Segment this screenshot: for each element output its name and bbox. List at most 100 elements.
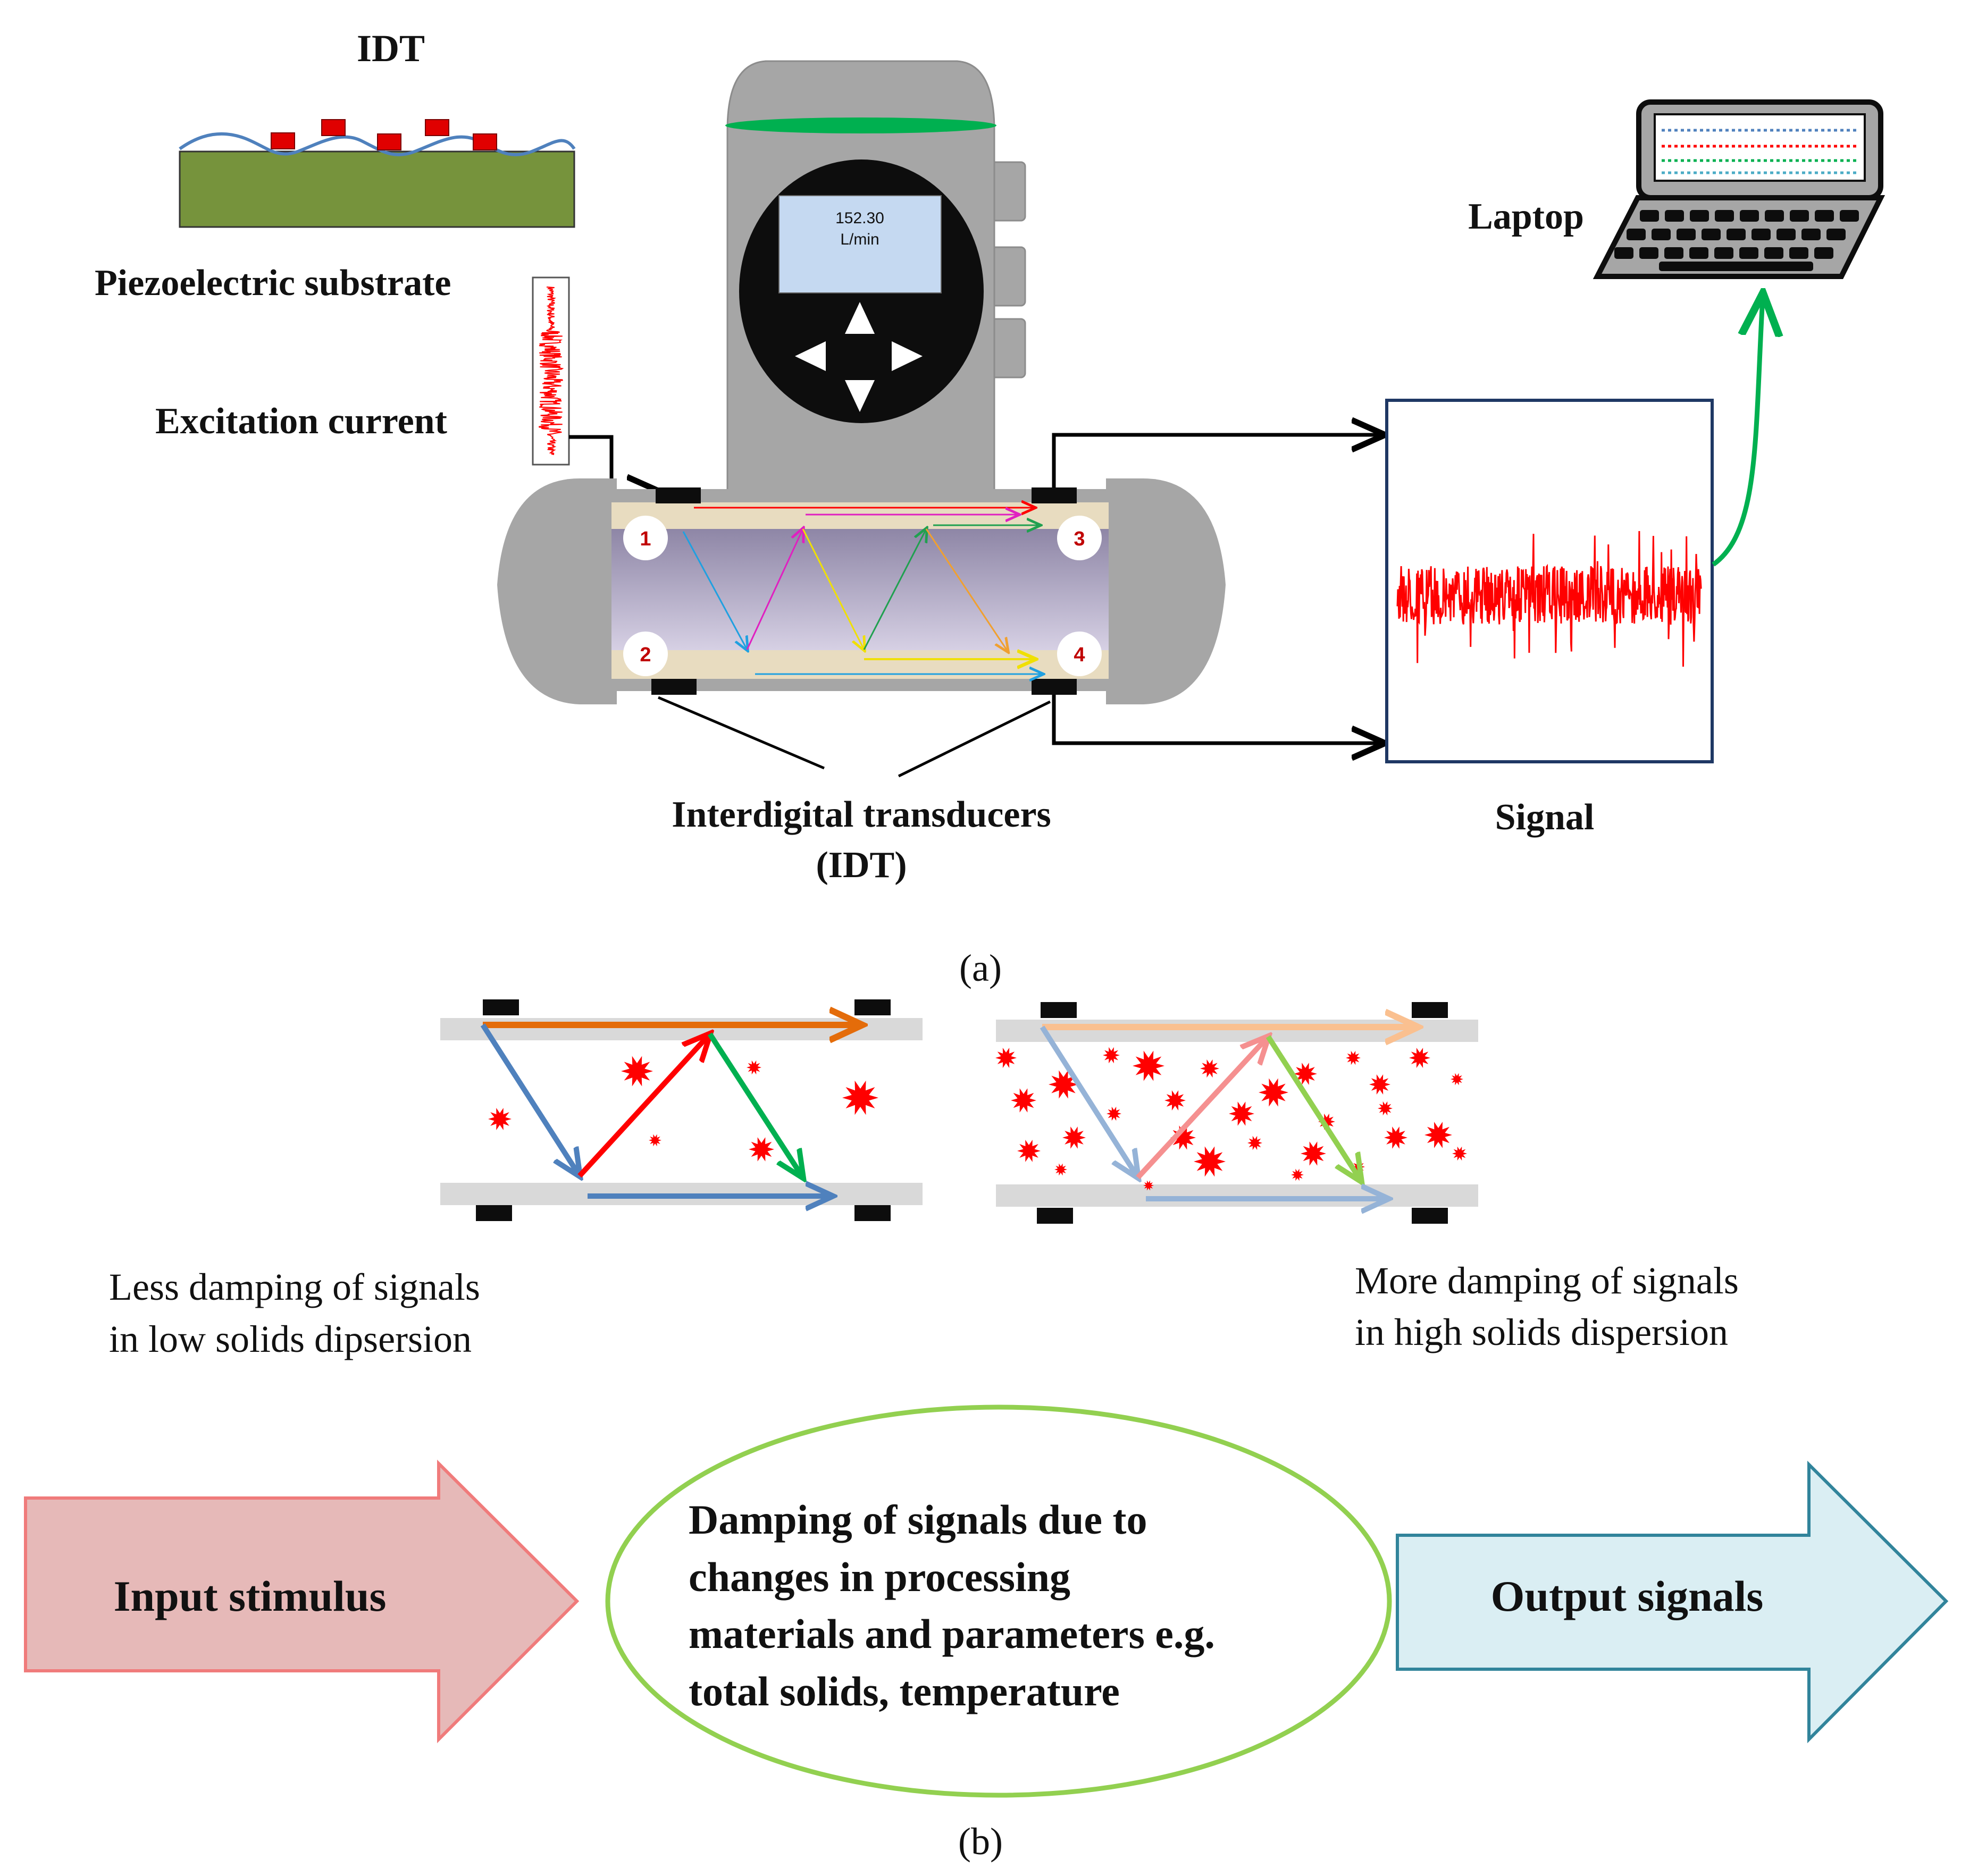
laptop-key bbox=[1740, 210, 1759, 222]
laptop-icon bbox=[1593, 99, 1885, 279]
transducer-pad-2 bbox=[651, 679, 697, 695]
solid-particle bbox=[1054, 1163, 1067, 1176]
laptop-spacebar bbox=[1659, 262, 1813, 271]
surface-wave bbox=[179, 132, 576, 157]
center-line1: Damping of signals due to bbox=[689, 1496, 1147, 1543]
beam-arrow-blue-faded bbox=[1040, 1025, 1138, 1177]
laptop-key bbox=[1714, 247, 1733, 259]
transducer-pad bbox=[1412, 1208, 1448, 1224]
transducer-pad-4 bbox=[1032, 679, 1077, 695]
laptop-keys bbox=[1614, 210, 1859, 271]
transducer-pad bbox=[1037, 1208, 1073, 1224]
solid-particle bbox=[621, 1056, 653, 1087]
piezo-label: Piezoelectric substrate bbox=[95, 263, 451, 304]
piezoelectric-substrate bbox=[179, 150, 575, 228]
solid-particle bbox=[1369, 1074, 1390, 1095]
laptop-key bbox=[1840, 210, 1859, 222]
pipe-section: 1 2 3 4 bbox=[497, 478, 1226, 704]
transducer-pad bbox=[854, 1205, 891, 1221]
laptop-key bbox=[1715, 210, 1734, 222]
solid-particle bbox=[1451, 1073, 1463, 1086]
meter-up-button bbox=[845, 302, 875, 334]
solid-particle bbox=[995, 1048, 1017, 1068]
meter-right-button bbox=[892, 341, 923, 371]
solid-particle bbox=[1409, 1048, 1430, 1068]
idt-leader-line bbox=[898, 700, 1051, 778]
solid-particle bbox=[1103, 1047, 1120, 1064]
laptop-key bbox=[1814, 247, 1833, 259]
beam-arrow-blue bbox=[480, 1023, 580, 1176]
laptop-key bbox=[1790, 210, 1809, 222]
laptop-key bbox=[1639, 247, 1658, 259]
pipe-wall-top bbox=[440, 1018, 923, 1040]
high-dispersion-pipe bbox=[995, 1002, 1478, 1224]
laptop-key bbox=[1614, 247, 1633, 259]
meter-display bbox=[778, 195, 942, 293]
transducer-pad-1 bbox=[656, 487, 701, 503]
solid-particle bbox=[1452, 1146, 1467, 1161]
beam-arrow-red bbox=[577, 1034, 710, 1178]
high-damping-line1: More damping of signals bbox=[1355, 1259, 1739, 1302]
laptop-key bbox=[1677, 229, 1696, 240]
laptop-key bbox=[1689, 247, 1708, 259]
laptop-key bbox=[1690, 210, 1709, 222]
laptop-key bbox=[1702, 229, 1721, 240]
signal-label: Signal bbox=[1495, 797, 1595, 838]
center-line2: changes in processing bbox=[689, 1554, 1070, 1600]
signal-connector-top bbox=[1052, 435, 1381, 487]
output-label: Output signals bbox=[1491, 1572, 1764, 1620]
transducer-pad bbox=[1041, 1002, 1077, 1018]
solid-particle bbox=[1378, 1101, 1393, 1116]
caption-a: (a) bbox=[959, 947, 1002, 989]
solid-particle bbox=[1301, 1141, 1326, 1166]
transducer-number-2: 2 bbox=[640, 644, 651, 666]
solid-particle bbox=[1164, 1090, 1186, 1111]
laptop-key bbox=[1764, 247, 1783, 259]
input-arrow bbox=[24, 1459, 580, 1744]
laptop-key bbox=[1664, 247, 1683, 259]
solid-particle bbox=[1247, 1135, 1262, 1150]
idt-electrode bbox=[271, 132, 295, 149]
idt-label-line2: (IDT) bbox=[816, 845, 907, 886]
solid-particle bbox=[1062, 1126, 1086, 1149]
laptop-key bbox=[1739, 247, 1758, 259]
meter-green-band bbox=[725, 117, 996, 133]
idt-electrode bbox=[321, 119, 346, 136]
wave-arrow-orange bbox=[925, 528, 1008, 651]
laptop-key bbox=[1826, 229, 1846, 240]
center-line3: materials and parameters e.g. bbox=[689, 1611, 1215, 1657]
signal-connector-bottom bbox=[1052, 695, 1381, 743]
caption-b: (b) bbox=[958, 1820, 1003, 1863]
pipe-fluid bbox=[611, 529, 1109, 650]
laptop-label: Laptop bbox=[1468, 196, 1584, 237]
solid-particle bbox=[488, 1108, 512, 1130]
idt-label-line1: Interdigital transducers bbox=[672, 794, 1051, 835]
wave-arrow-magenta bbox=[746, 529, 803, 650]
solid-particle bbox=[1133, 1050, 1164, 1081]
low-dispersion-pipe bbox=[440, 999, 923, 1221]
solid-particle bbox=[1194, 1146, 1226, 1177]
solid-particle bbox=[1346, 1050, 1361, 1065]
idt-electrode bbox=[473, 133, 497, 150]
wave-arrow-yellow bbox=[802, 528, 864, 650]
solid-particle bbox=[749, 1137, 774, 1162]
solid-particle bbox=[842, 1080, 878, 1115]
beam-arrow-red-faded bbox=[1136, 1037, 1268, 1180]
high-damping-line2: in high solids dispersion bbox=[1355, 1311, 1728, 1353]
idt-electrode bbox=[425, 119, 449, 136]
excitation-trace bbox=[539, 287, 564, 455]
data-link-arrow bbox=[1712, 298, 1763, 567]
transducer-disc-2 bbox=[623, 632, 668, 676]
transducer-disc-3 bbox=[1057, 516, 1102, 560]
low-damping-line1: Less damping of signals bbox=[109, 1266, 480, 1308]
idt-electrode bbox=[377, 133, 401, 150]
solid-particle bbox=[1011, 1088, 1036, 1113]
damping-ellipse bbox=[605, 1404, 1392, 1798]
laptop-key bbox=[1627, 229, 1646, 240]
pipe-wall-top bbox=[996, 1020, 1478, 1042]
transducer-disc-4 bbox=[1057, 632, 1102, 676]
transducer-pad bbox=[476, 1205, 512, 1221]
idt-leader-line bbox=[658, 696, 825, 770]
